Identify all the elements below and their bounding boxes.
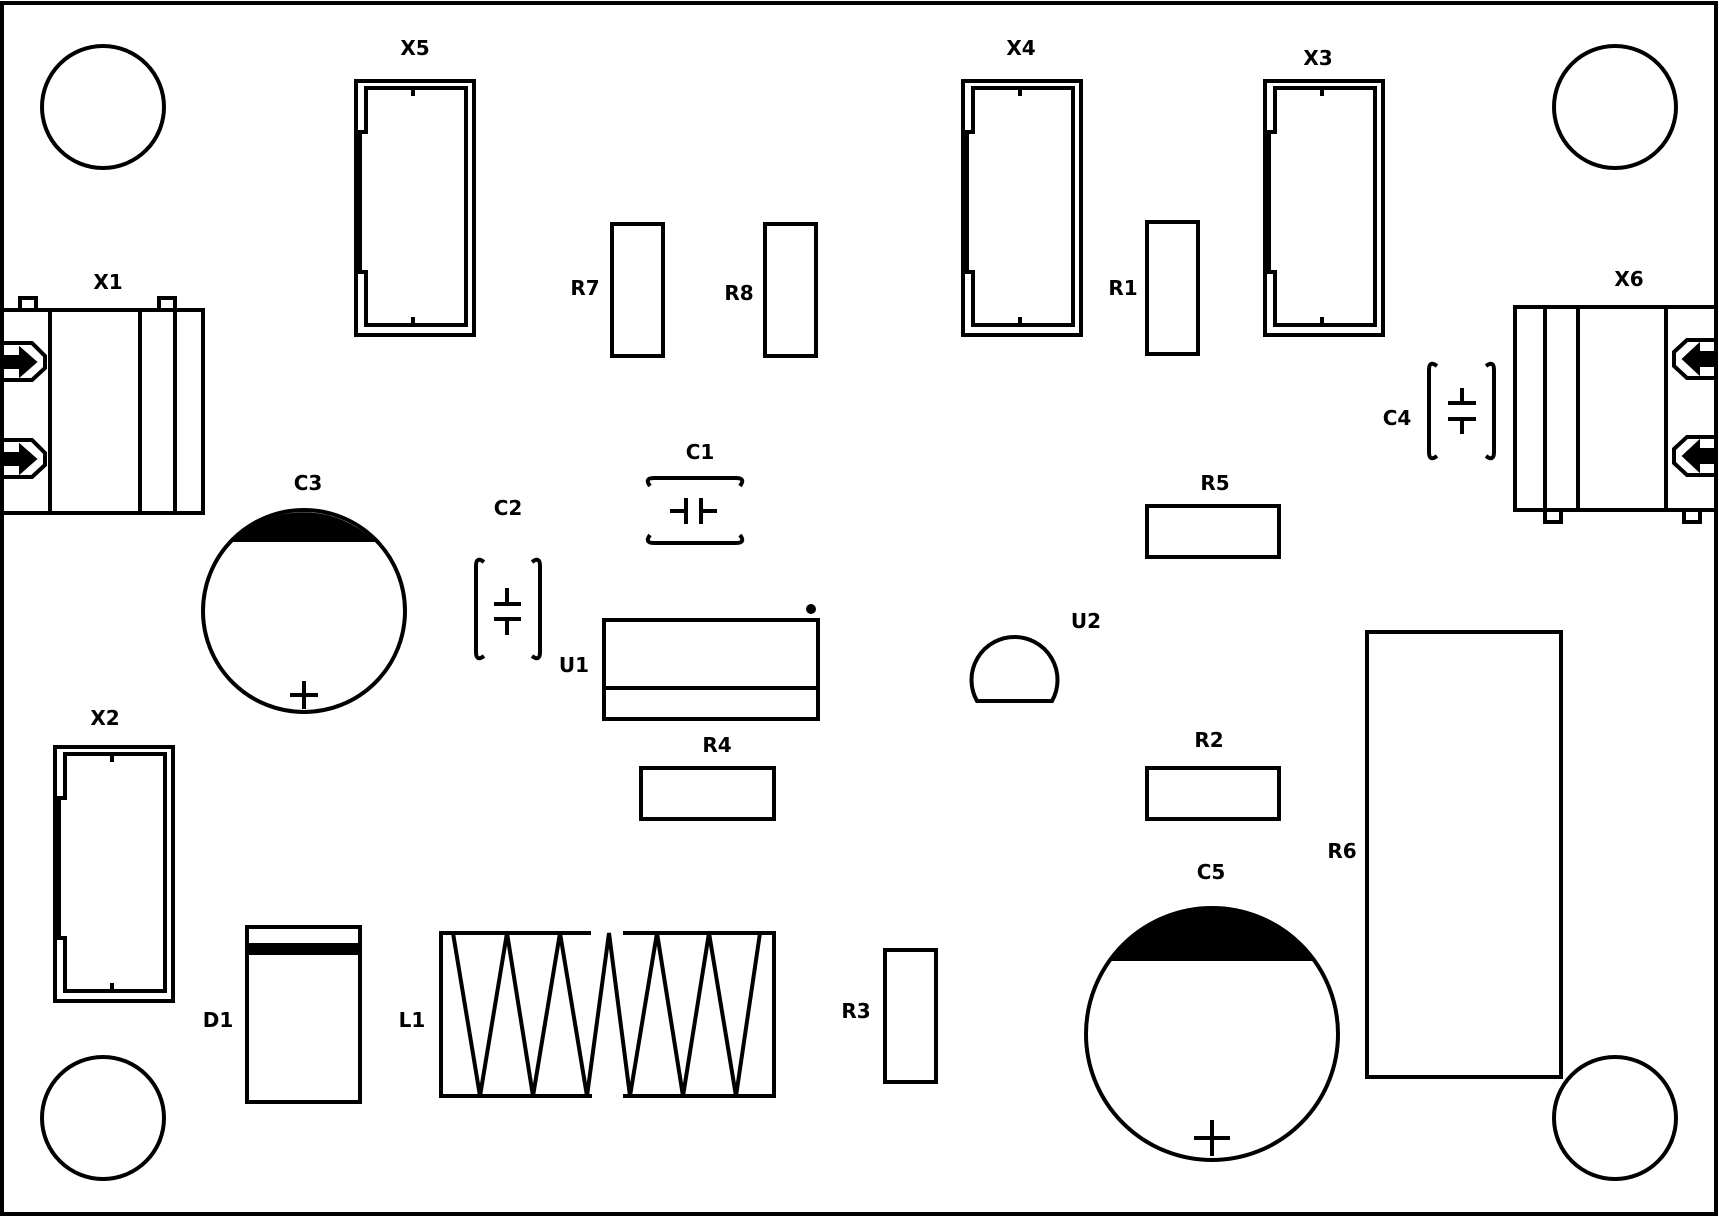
resistor-r7 bbox=[610, 222, 665, 358]
label-r5: R5 bbox=[1200, 471, 1229, 495]
label-r3: R3 bbox=[841, 999, 870, 1023]
label-r4: R4 bbox=[702, 733, 731, 757]
inductor-l1 bbox=[439, 931, 776, 1098]
capacitor-c4 bbox=[1427, 361, 1496, 461]
transistor-u2 bbox=[969, 635, 1060, 703]
mounting-hole-top-right bbox=[1552, 44, 1678, 170]
label-r1: R1 bbox=[1108, 276, 1137, 300]
resistor-r3 bbox=[883, 948, 938, 1084]
label-x2: X2 bbox=[90, 706, 119, 730]
capacitor-c5 bbox=[1084, 906, 1340, 1162]
label-c3: C3 bbox=[294, 471, 323, 495]
ic-u1 bbox=[602, 604, 820, 721]
label-c5: C5 bbox=[1197, 860, 1226, 884]
label-x3: X3 bbox=[1303, 46, 1332, 70]
resistor-r4 bbox=[639, 766, 776, 821]
label-c2: C2 bbox=[494, 496, 523, 520]
connector-x1 bbox=[3, 296, 205, 515]
connector-x5 bbox=[354, 79, 476, 337]
label-r2: R2 bbox=[1194, 728, 1223, 752]
label-u2: U2 bbox=[1071, 609, 1101, 633]
label-r7: R7 bbox=[570, 276, 599, 300]
label-x5: X5 bbox=[400, 36, 429, 60]
diode-d1 bbox=[245, 925, 362, 1104]
label-d1: D1 bbox=[203, 1008, 234, 1032]
capacitor-c2 bbox=[474, 557, 542, 661]
label-l1: L1 bbox=[399, 1008, 426, 1032]
label-x1: X1 bbox=[93, 270, 122, 294]
resistor-r6 bbox=[1365, 630, 1563, 1079]
connector-x2 bbox=[53, 745, 175, 1003]
label-c1: C1 bbox=[686, 440, 715, 464]
label-x6: X6 bbox=[1614, 267, 1643, 291]
connector-x3 bbox=[1263, 79, 1385, 337]
resistor-r2 bbox=[1145, 766, 1281, 821]
resistor-r1 bbox=[1145, 220, 1200, 356]
mounting-hole-bottom-left bbox=[40, 1055, 166, 1181]
capacitor-c3 bbox=[201, 508, 407, 714]
label-c4: C4 bbox=[1383, 406, 1412, 430]
mounting-hole-top-left bbox=[40, 44, 166, 170]
connector-x4 bbox=[961, 79, 1083, 337]
label-x4: X4 bbox=[1006, 36, 1035, 60]
mounting-hole-bottom-right bbox=[1552, 1055, 1678, 1181]
label-r8: R8 bbox=[724, 281, 753, 305]
resistor-r8 bbox=[763, 222, 818, 358]
capacitor-c1 bbox=[645, 476, 745, 545]
label-u1: U1 bbox=[559, 653, 589, 677]
resistor-r5 bbox=[1145, 504, 1281, 559]
connector-x6 bbox=[1513, 305, 1716, 524]
label-r6: R6 bbox=[1327, 839, 1356, 863]
